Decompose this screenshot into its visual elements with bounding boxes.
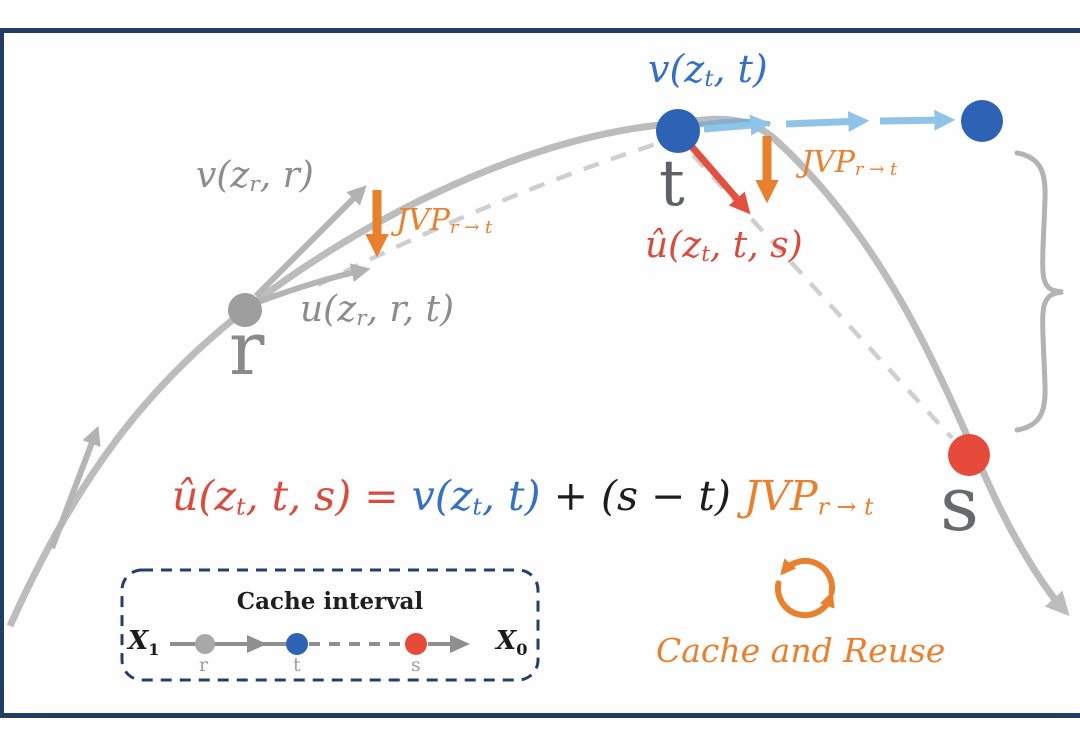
timeline-arrowhead-1 (247, 635, 267, 653)
timeline-tick-t: t (293, 654, 301, 676)
cached-step-arrow-1 (703, 114, 772, 136)
equation-jvp-term: JVPr → t (743, 472, 874, 521)
label-v-zr: v(zr, r) (196, 155, 314, 197)
frame-left-border (0, 28, 4, 718)
timeline-t-dot (286, 633, 308, 655)
label-x0: X0 (496, 626, 528, 660)
frame-top-border (0, 28, 1080, 33)
label-v-zt: v(zt, t) (648, 47, 768, 93)
timeline-tick-r: r (199, 654, 209, 676)
label-jvp-right: JVPr → t (801, 145, 898, 181)
dashed-line-r-t (316, 139, 663, 288)
cached-step-arrow-3 (879, 109, 956, 131)
label-u-zr: u(zr, r, t) (300, 289, 455, 331)
frame-bottom-border (0, 713, 1080, 718)
displacement-arrow-u-r (256, 263, 371, 305)
update-equation: û(zt, t, s) = v(zt, t) + (s − t) JVPr → … (172, 476, 874, 519)
brace (1014, 150, 1064, 433)
u-hat-arrow (683, 137, 751, 215)
trajectory-curve (6, 115, 1070, 628)
point-r-dot (228, 293, 262, 327)
timeline-arrowhead-2 (450, 635, 470, 653)
cache-interval-box (120, 568, 540, 682)
point-t-dot (656, 109, 700, 153)
label-point-t: t (659, 147, 685, 221)
label-point-r: r (229, 306, 265, 392)
equation-lhs: û(zt, t, s) = (172, 472, 412, 521)
equation-v-term: v(zt, t) (411, 472, 541, 521)
label-point-s: s (940, 459, 980, 548)
point-extrapolated-dot (961, 100, 1003, 142)
cached-step-arrow-2 (785, 111, 870, 133)
cache-interval-title: Cache interval (236, 588, 424, 615)
label-x1: X1 (128, 626, 160, 660)
refresh-icon (774, 557, 836, 619)
tangent-arrow-start (49, 425, 101, 550)
label-jvp-left: JVPr → t (396, 203, 493, 239)
cache-and-reuse-label: Cache and Reuse (656, 631, 946, 670)
velocity-arrow-v-r (253, 185, 367, 299)
label-u-hat: û(zt, t, s) (645, 225, 803, 267)
timeline-tick-s: s (411, 654, 421, 676)
equation-mid-term: + (s − t) (540, 472, 744, 520)
point-s-dot (948, 434, 990, 476)
timeline-r-dot (195, 634, 215, 654)
timeline-s-dot (405, 633, 427, 655)
